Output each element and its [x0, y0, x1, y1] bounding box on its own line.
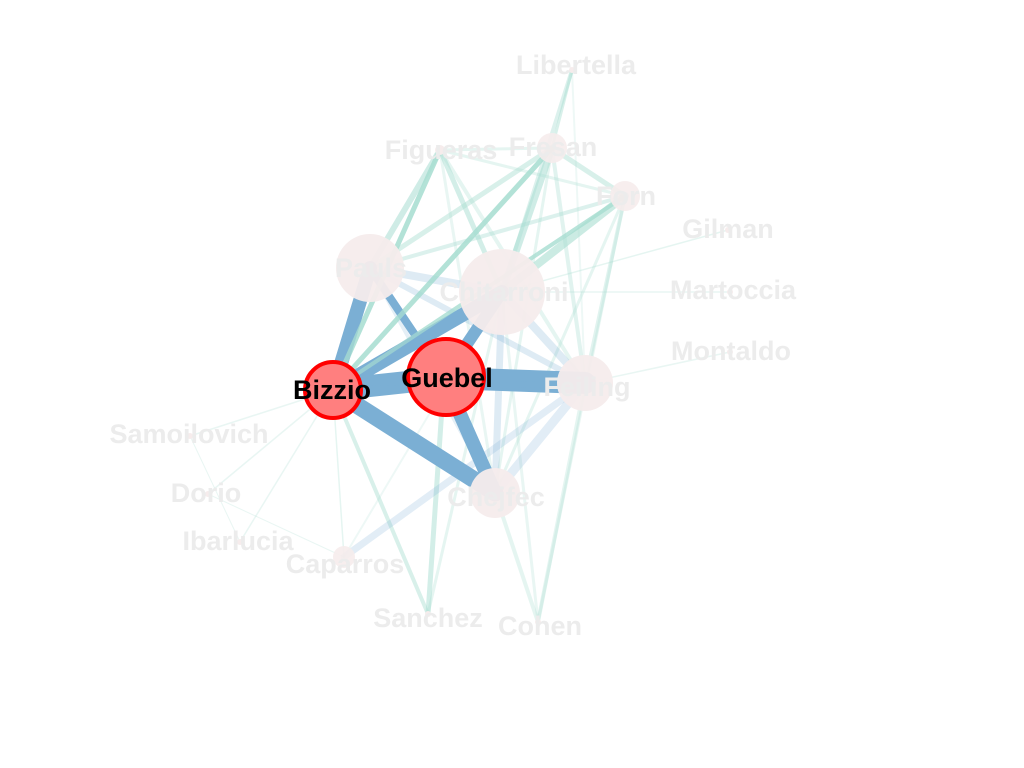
node-samoilovich[interactable]: [187, 433, 193, 439]
edge: [367, 145, 555, 271]
label-montaldo: Montaldo: [671, 336, 791, 366]
node-libertella[interactable]: [569, 67, 575, 73]
label-martoccia: Martoccia: [670, 275, 797, 305]
label-samoilovich: Samoilovich: [109, 419, 268, 449]
edge: [331, 388, 430, 616]
label-chitarroni: Chitarroni: [439, 277, 568, 307]
labels: Libertella Figueras Fresan Forn Gilman P…: [109, 50, 797, 641]
node-sanchez[interactable]: [425, 611, 431, 617]
label-libertella: Libertella: [516, 50, 637, 80]
edge: [583, 194, 627, 385]
node-pauls[interactable]: [336, 234, 404, 302]
node-cohen[interactable]: [535, 619, 541, 625]
label-ibarlucia: Ibarlucia: [182, 526, 294, 556]
edge: [189, 435, 241, 543]
edge: [493, 194, 627, 495]
edge: [536, 381, 587, 624]
edge: [207, 493, 345, 558]
edge: [438, 148, 497, 495]
label-caparros: Caparros: [286, 549, 405, 579]
node-figueras[interactable]: [435, 145, 445, 155]
label-forn: Forn: [596, 181, 656, 211]
node-gilman[interactable]: [725, 227, 731, 233]
node-martoccia[interactable]: [727, 289, 733, 295]
label-chejfec: Chejfec: [447, 482, 545, 512]
label-feiling: Feiling: [544, 372, 631, 402]
label-dorio: Dorio: [171, 478, 242, 508]
edge: [324, 381, 504, 502]
label-fresan: Fresan: [509, 132, 598, 162]
node-fresan[interactable]: [537, 133, 567, 163]
node-guebel[interactable]: [406, 337, 486, 417]
node-ibarlucia[interactable]: [237, 539, 243, 545]
label-bizzio: Bizzio: [293, 375, 371, 405]
edge: [425, 375, 447, 617]
node-chitarroni[interactable]: [459, 249, 545, 335]
edge: [438, 146, 554, 152]
nodes: [187, 67, 733, 625]
node-caparros[interactable]: [333, 546, 355, 568]
label-guebel: Guebel: [401, 363, 493, 393]
node-forn[interactable]: [610, 181, 640, 211]
node-feiling[interactable]: [557, 355, 613, 411]
edge: [550, 146, 587, 385]
node-dorio[interactable]: [205, 491, 211, 497]
edge: [368, 194, 627, 270]
node-montaldo[interactable]: [727, 349, 733, 355]
label-pauls: Pauls: [335, 253, 407, 283]
label-figueras: Figueras: [385, 135, 498, 165]
edge: [330, 145, 555, 393]
label-cohen: Cohen: [498, 611, 582, 641]
label-gilman: Gilman: [682, 214, 774, 244]
edge: [426, 290, 504, 616]
edge: [500, 290, 540, 624]
node-bizzio[interactable]: [303, 360, 363, 420]
label-sanchez: Sanchez: [373, 603, 483, 633]
node-chejfec[interactable]: [470, 468, 520, 518]
